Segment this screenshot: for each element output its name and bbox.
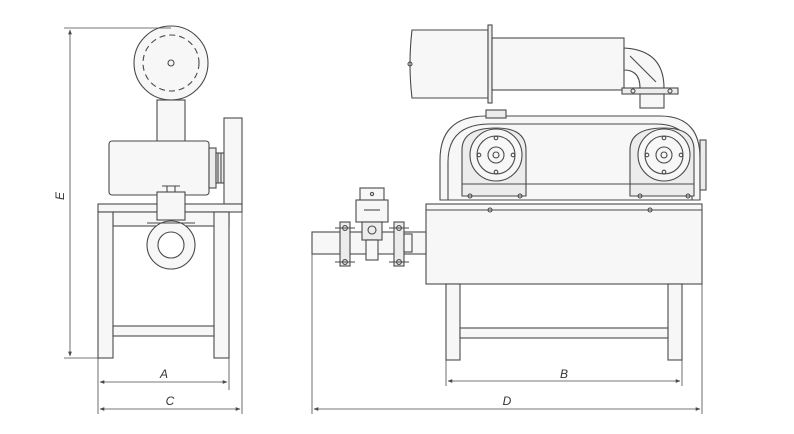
- motor-pulley: [133, 25, 209, 101]
- cross-bar: [112, 325, 215, 337]
- housing-rib-2: [215, 152, 225, 184]
- right-leg: [213, 211, 230, 359]
- side-view-dimensions: [64, 27, 243, 414]
- dimension-label-d: D: [503, 394, 512, 408]
- dimension-label-a: A: [159, 367, 168, 381]
- housing-rib: [208, 147, 217, 189]
- motor-housing: [108, 140, 210, 196]
- front-cross-bar: [459, 327, 669, 339]
- side-view: [97, 25, 243, 359]
- front-view-dimensions: [311, 254, 703, 414]
- outlet-nozzle: [146, 185, 196, 270]
- silencer: [407, 24, 625, 104]
- front-left-leg: [445, 283, 461, 361]
- riser-pipe: [156, 99, 186, 143]
- dimension-label-e: E: [53, 191, 67, 200]
- blower-body: [439, 109, 707, 201]
- left-leg: [97, 211, 114, 359]
- elbow-pipe: [621, 47, 679, 109]
- front-right-leg: [667, 283, 683, 361]
- base-frame-front: [425, 203, 703, 285]
- dimension-label-c: C: [166, 394, 175, 408]
- front-view: [311, 24, 707, 361]
- dimension-label-b: B: [560, 367, 568, 381]
- check-valve: [355, 187, 389, 261]
- back-plate: [223, 117, 243, 205]
